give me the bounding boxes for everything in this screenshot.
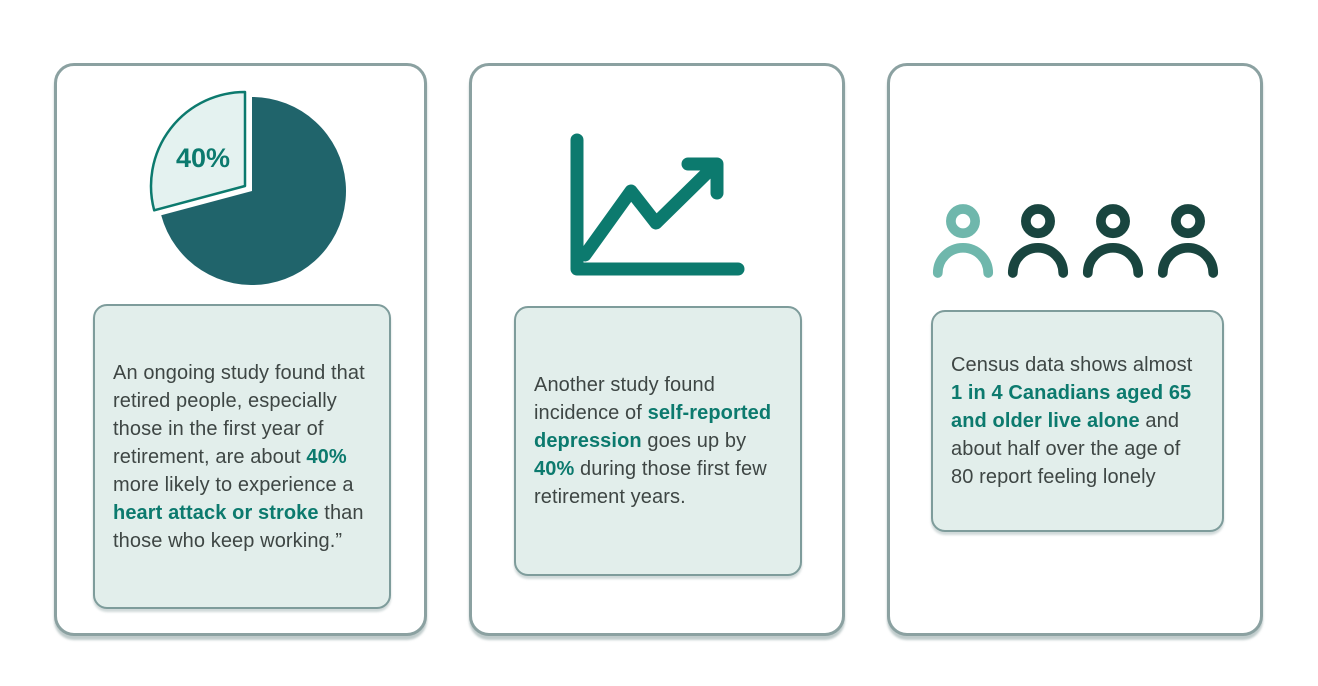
stat-text: Another study found incidence of self-re…	[534, 374, 772, 508]
stat-card-retirement-depression: Another study found incidence of self-re…	[469, 63, 845, 636]
stat-text: An ongoing study found that retired peop…	[113, 361, 365, 552]
pie-exploded-slice	[149, 90, 247, 212]
pie-remainder-slice	[161, 97, 347, 285]
person-icon	[1157, 204, 1218, 278]
people-row-icon	[890, 203, 1260, 279]
trend-line	[578, 164, 716, 262]
stat-text: Census data shows almost 1 in 4 Canadian…	[951, 354, 1193, 488]
person-icon-highlighted	[932, 204, 993, 278]
stat-textbox: Another study found incidence of self-re…	[514, 306, 802, 576]
pie-chart-icon: 40%	[149, 90, 347, 285]
chart-axes	[570, 133, 745, 276]
pie-slice-label: 40%	[176, 143, 230, 173]
arrow-head	[681, 157, 724, 200]
stat-card-retirement-heart-risk: 40% An ongoing study found that retired …	[54, 63, 427, 636]
person-icon	[1082, 204, 1143, 278]
stat-textbox: An ongoing study found that retired peop…	[93, 304, 391, 609]
stat-textbox: Census data shows almost 1 in 4 Canadian…	[931, 310, 1224, 532]
stat-card-seniors-living-alone: Census data shows almost 1 in 4 Canadian…	[887, 63, 1263, 636]
person-icon	[1007, 204, 1068, 278]
line-chart-up-icon	[570, 133, 745, 276]
